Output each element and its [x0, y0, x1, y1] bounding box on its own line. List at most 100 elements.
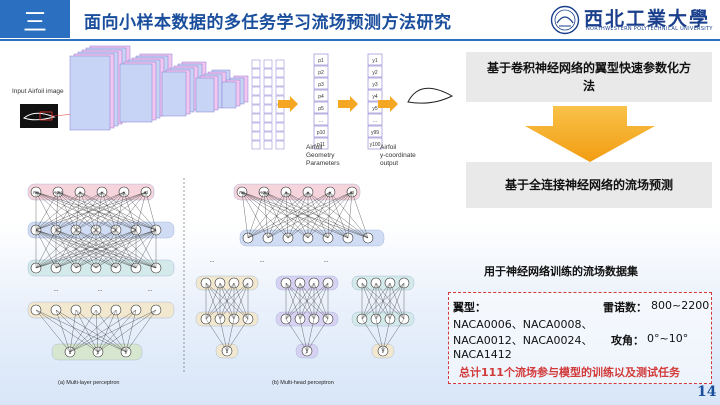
column-node-label: y99	[371, 130, 379, 136]
connection	[35, 229, 157, 269]
column-node	[313, 125, 329, 138]
connection	[35, 191, 77, 231]
flatten-node	[251, 113, 261, 123]
connection	[247, 191, 331, 239]
connection	[263, 191, 309, 239]
connection	[382, 318, 405, 352]
neuron-label: AOA	[52, 190, 63, 195]
caption-b: (b) Multi-head perceptron	[272, 380, 334, 386]
connection	[69, 309, 157, 353]
column-node-label: y100	[370, 142, 381, 148]
connection	[35, 191, 137, 231]
column-node	[313, 101, 329, 114]
input-image-label: Input Airfoil image	[12, 88, 64, 95]
naca-line2: NACA0012、NACA0024、	[453, 334, 593, 347]
flatten-node	[275, 86, 285, 96]
flatten-node	[275, 122, 285, 132]
connection	[307, 191, 349, 239]
connection	[306, 318, 329, 352]
connection	[123, 191, 137, 231]
connection	[79, 191, 137, 231]
connection	[57, 191, 117, 231]
connection	[205, 282, 235, 320]
connection	[226, 318, 235, 352]
column-node	[313, 77, 329, 90]
connection	[361, 282, 391, 320]
connection	[57, 191, 77, 231]
connection	[205, 282, 221, 320]
connection	[35, 191, 157, 231]
connection	[75, 309, 127, 353]
page-title: 面向小样本数据的多任务学习流场预测方法研究	[84, 13, 452, 33]
flatten-node	[263, 59, 273, 69]
column-node	[367, 65, 383, 78]
connection	[69, 309, 137, 353]
conv-feature-map	[119, 63, 153, 123]
neuron-label: AOA	[258, 190, 269, 195]
connection	[219, 318, 228, 352]
column-node-label: p11	[317, 142, 325, 148]
flatten-node	[251, 59, 261, 69]
connection	[135, 191, 147, 231]
arrow-icon	[378, 96, 398, 112]
ellipsis-label: ...	[323, 258, 328, 264]
connection	[267, 191, 309, 239]
connection	[75, 309, 99, 353]
flatten-node	[251, 77, 261, 87]
params-label: Airfoil Geometry Parameters	[306, 144, 340, 167]
connection	[55, 191, 103, 231]
connection	[313, 282, 329, 320]
connection	[55, 309, 99, 353]
arrow-icon	[338, 96, 358, 112]
section-badge: 三	[0, 0, 70, 38]
connection	[95, 309, 99, 353]
flatten-node	[263, 68, 273, 78]
connection	[247, 191, 309, 239]
column-node	[367, 137, 383, 150]
connection	[35, 309, 127, 353]
connection	[299, 282, 329, 320]
connection	[95, 309, 127, 353]
column-node	[313, 65, 329, 78]
column-node-label: p10	[317, 130, 326, 136]
flatten-node	[263, 113, 273, 123]
connection	[329, 191, 349, 239]
layer-band	[351, 275, 415, 291]
neuron-label: v	[125, 350, 128, 355]
connection	[247, 191, 353, 239]
connection	[115, 229, 157, 269]
flatten-node	[251, 122, 261, 132]
column-node-label: y1	[372, 58, 378, 64]
flatten-node	[263, 104, 273, 114]
connection	[361, 282, 405, 320]
connection	[35, 229, 137, 269]
ellipsis-label: ...	[147, 287, 152, 293]
connection	[101, 191, 137, 231]
connection	[57, 191, 137, 231]
connection	[375, 318, 384, 352]
reynolds-value: 800~2200	[651, 299, 710, 312]
flatten-node	[251, 68, 261, 78]
connection	[241, 191, 309, 239]
connection	[55, 229, 157, 269]
flatten-node	[251, 86, 261, 96]
flatten-node	[275, 77, 285, 87]
header-divider	[0, 39, 720, 41]
connection	[57, 191, 157, 231]
connection	[125, 309, 157, 353]
neuron-label: v	[382, 349, 385, 354]
connection	[205, 318, 228, 352]
conv-feature-map	[69, 55, 111, 131]
connection	[75, 229, 157, 269]
column-node	[313, 137, 329, 150]
flatten-node	[263, 86, 273, 96]
layer-band	[275, 275, 339, 291]
connection	[35, 191, 97, 231]
flatten-node	[263, 95, 273, 105]
connection	[263, 191, 289, 239]
connection	[101, 191, 117, 231]
connection	[35, 309, 99, 353]
flatten-node	[263, 122, 273, 132]
university-seal-icon	[550, 5, 580, 35]
